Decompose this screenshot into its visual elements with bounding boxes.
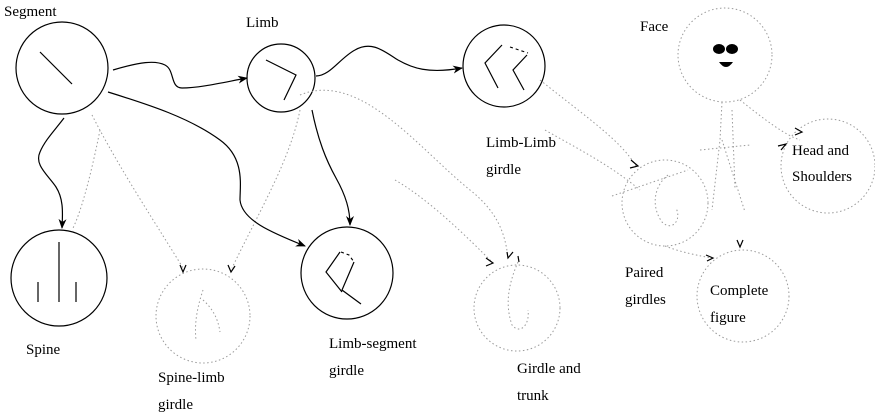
arrowhead-small (777, 142, 788, 151)
node-segment (15, 21, 109, 115)
arrow-segment-to-limb-segment-girdle (107, 91, 306, 247)
arrow-segment-to-limb (112, 61, 248, 89)
label-limb-limb-girdle-line1: Limb-Limb (486, 135, 556, 151)
node-face (677, 7, 773, 103)
node-limb-segment-girdle (300, 226, 394, 320)
faint-connector (91, 114, 184, 269)
figure-body-sketch (699, 101, 751, 213)
arrowhead-small (485, 257, 495, 267)
label-girdle-and-trunk-line2: trunk (517, 388, 549, 404)
arrowhead-small (794, 127, 804, 136)
node-limb-limb-girdle (462, 24, 546, 108)
node-complete-figure (696, 249, 790, 343)
faint-connector (71, 129, 101, 231)
faint-connector (539, 79, 637, 167)
faint-connector (544, 129, 641, 191)
tick-mark (517, 255, 520, 263)
label-segment: Segment (4, 4, 57, 20)
arrow-limb-to-limb-limb-girdle (315, 45, 463, 77)
arrowhead-small (736, 239, 744, 249)
label-limb-segment-girdle-line1: Limb-segment (329, 336, 417, 352)
arrowhead-small (506, 251, 514, 260)
arrow-segment-to-spine (38, 117, 67, 229)
label-limb-limb-girdle-line2: girdle (486, 162, 521, 178)
node-girdle-and-trunk (473, 261, 561, 352)
faint-connector (299, 89, 509, 259)
label-limb: Limb (246, 15, 279, 31)
faint-connector (739, 99, 801, 141)
arrow-limb-to-limb-segment-girdle (311, 109, 354, 226)
arrowhead-small (179, 264, 187, 274)
label-head-and-shoulders-line2: Shoulders (792, 169, 852, 185)
label-paired-girdles-line1: Paired (625, 265, 664, 281)
node-spine (10, 229, 108, 327)
faint-connector (394, 179, 493, 263)
arrowhead-small (227, 264, 236, 274)
label-head-and-shoulders-line1: Head and (792, 143, 850, 159)
node-limb (246, 43, 316, 113)
label-spine-limb-girdle-line2: girdle (158, 397, 193, 413)
label-spine: Spine (26, 342, 61, 358)
node-spine-limb-girdle (155, 268, 251, 364)
label-girdle-and-trunk-line1: Girdle and (517, 361, 581, 377)
faint-connector (664, 245, 713, 259)
faint-connector (611, 169, 689, 197)
label-spine-limb-girdle-line1: Spine-limb (158, 370, 225, 386)
arrowhead-small (629, 159, 640, 169)
label-paired-girdles-line2: girdles (625, 292, 666, 308)
label-limb-segment-girdle-line2: girdle (329, 363, 364, 379)
node-paired-girdles (621, 159, 709, 247)
label-complete-figure-line1: Complete (710, 283, 769, 299)
faint-connector (231, 109, 301, 269)
arrowhead-small (705, 254, 715, 262)
label-complete-figure-line2: figure (710, 310, 746, 326)
node-head-and-shoulders (780, 118, 875, 214)
label-face: Face (640, 19, 669, 35)
